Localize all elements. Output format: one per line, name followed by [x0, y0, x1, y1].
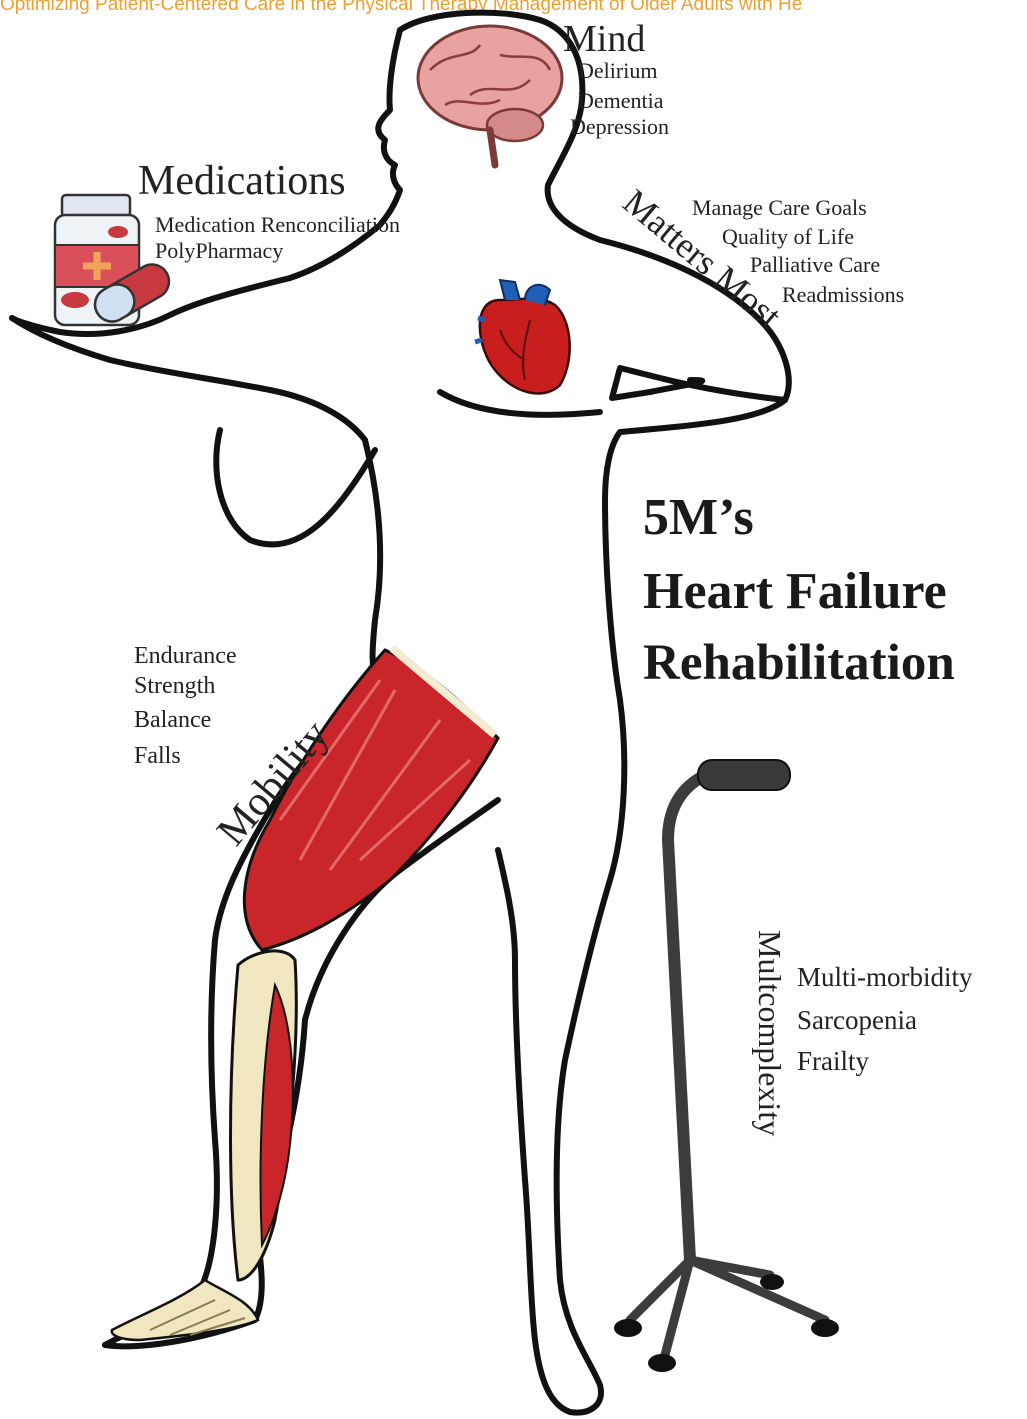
medications-item-polypharmacy: PolyPharmacy	[155, 240, 283, 262]
heart-icon	[475, 280, 570, 393]
multicomplexity-item-sarcopenia: Sarcopenia	[797, 1007, 917, 1034]
medications-item-reconciliation: Medication Renconciliation	[155, 214, 400, 236]
mind-heading: Mind	[563, 20, 645, 58]
multicomplexity-item-multimorbidity: Multi-morbidity	[797, 964, 973, 991]
title-line-rehabilitation: Rehabilitation	[643, 638, 955, 689]
mobility-item-falls: Falls	[134, 744, 181, 768]
title-line-heart-failure: Heart Failure	[643, 566, 947, 618]
mobility-item-endurance: Endurance	[134, 644, 237, 668]
mind-item-depression: Depression	[570, 116, 669, 138]
mobility-item-strength: Strength	[134, 674, 215, 698]
matters-item-palliative-care: Palliative Care	[750, 254, 880, 276]
matters-item-quality-of-life: Quality of Life	[722, 226, 854, 248]
matters-item-readmissions: Readmissions	[782, 284, 904, 306]
medications-heading: Medications	[138, 160, 346, 202]
mind-item-dementia: Dementia	[578, 90, 664, 112]
title-line-5ms: 5M’s	[643, 492, 754, 544]
multicomplexity-item-frailty: Frailty	[797, 1048, 869, 1075]
matters-item-care-goals: Manage Care Goals	[692, 197, 867, 219]
mobility-item-balance: Balance	[134, 708, 211, 732]
multicomplexity-heading: Multcomplexity	[754, 930, 786, 1136]
brain-icon	[418, 26, 562, 165]
mind-item-delirium: Delirium	[578, 60, 657, 82]
